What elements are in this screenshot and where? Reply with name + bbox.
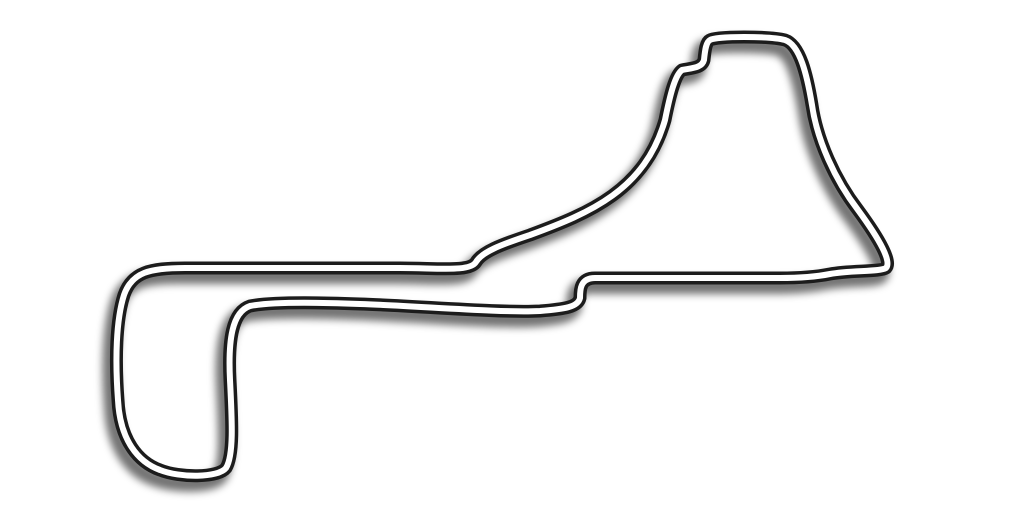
track-surface xyxy=(113,34,891,479)
race-circuit-outline-icon xyxy=(102,30,894,492)
